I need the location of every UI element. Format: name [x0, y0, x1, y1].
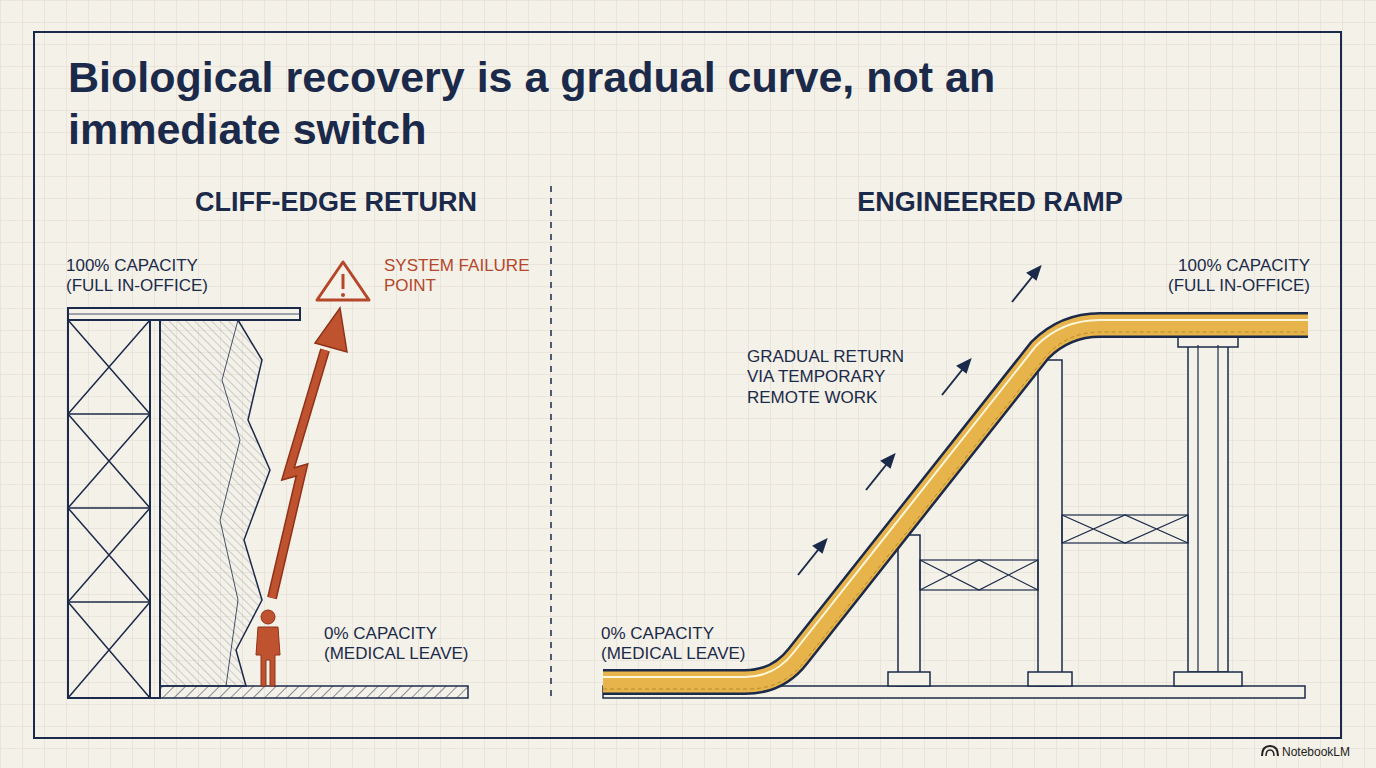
capacity-label: 100% CAPACITY (FULL IN-OFFICE) [1140, 256, 1310, 297]
ramp-annotation: GRADUAL RETURN VIA TEMPORARY REMOTE WORK [747, 347, 917, 408]
warning-symbol [317, 262, 369, 300]
panel-heading: ENGINEERED RAMP [830, 186, 1150, 218]
panel-heading: CLIFF-EDGE RETURN [186, 186, 486, 218]
divider [550, 186, 552, 700]
person-figure [256, 610, 280, 686]
failure-label: SYSTEM FAILURE POINT [384, 256, 534, 297]
capacity-label: 100% CAPACITY (FULL IN-OFFICE) [66, 256, 236, 297]
title: Biological recovery is a gradual curve, … [68, 52, 1068, 155]
notebooklm-logo [1262, 746, 1278, 756]
failure-arrow [272, 308, 347, 598]
watermark: NotebookLM [1282, 745, 1338, 759]
frame [34, 32, 1341, 738]
capacity-label: 0% CAPACITY (MEDICAL LEAVE) [601, 624, 766, 665]
capacity-label: 0% CAPACITY (MEDICAL LEAVE) [324, 624, 489, 665]
